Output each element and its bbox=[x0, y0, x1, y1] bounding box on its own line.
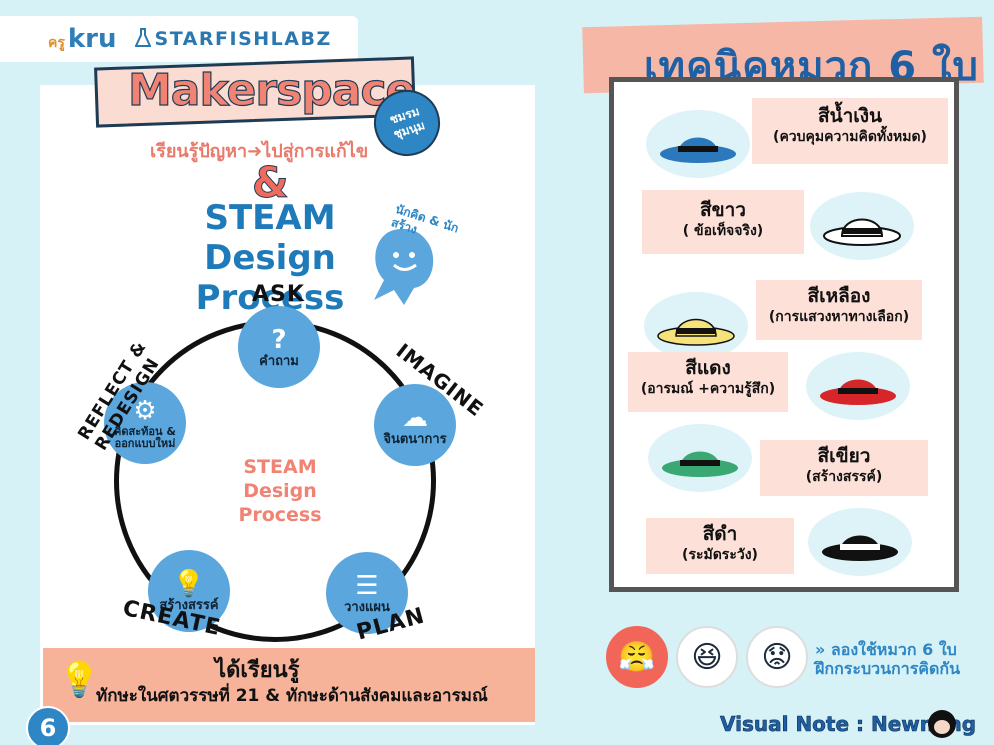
node-reflect: ⚙ คิดสะท้อน & ออกแบบใหม่ bbox=[104, 382, 186, 464]
green-hat-icon bbox=[662, 451, 738, 477]
page-number: 6 bbox=[26, 706, 70, 745]
node-imagine: ☁ จินตนาการ bbox=[374, 384, 456, 466]
laughing-face-icon: 😆 bbox=[676, 626, 738, 688]
learning-banner bbox=[43, 648, 535, 722]
cloud-icon: ☁ bbox=[402, 403, 428, 433]
stage-ask-label: ASK bbox=[252, 282, 305, 307]
artist-avatar-icon bbox=[928, 710, 956, 738]
try-hats-text: » ลองใช้หมวก 6 ใบ ฝึกกระบวนการคิดกัน bbox=[815, 640, 960, 678]
learning-text: ทักษะในศตวรรษที่ 21 & ทักษะด้านสังคมและอ… bbox=[96, 686, 488, 706]
learning-title: ได้เรียนรู้ bbox=[215, 658, 300, 683]
hat-white-icon bbox=[810, 192, 914, 260]
kru-logo: ครูkru bbox=[48, 24, 117, 54]
hat-green-label: สีเขียว (สร้างสรรค์) bbox=[760, 440, 928, 496]
steam-title: STEAM Design Process bbox=[195, 198, 345, 318]
ampersand: & bbox=[252, 158, 290, 208]
red-hat-icon bbox=[820, 379, 896, 405]
yellow-hat-icon bbox=[657, 318, 735, 346]
node-create: 💡 สร้างสรรค์ bbox=[148, 550, 230, 632]
checklist-icon: ☰ bbox=[355, 571, 379, 601]
angry-face-icon: 😤 bbox=[606, 626, 668, 688]
hat-black-icon bbox=[808, 508, 912, 576]
gear-icon: ⚙ bbox=[133, 396, 157, 426]
hat-yellow-icon bbox=[644, 292, 748, 360]
white-hat-icon bbox=[823, 218, 901, 246]
page-title: Makerspace bbox=[127, 64, 416, 116]
worried-face-icon: 😟 bbox=[746, 626, 808, 688]
hat-blue-icon bbox=[646, 110, 750, 178]
flask-icon bbox=[134, 28, 151, 47]
brand-bar: ครูkru STARFISHLABZ bbox=[0, 16, 358, 62]
subtitle: เรียนรู้ปัญหา➜ไปสู่การแก้ไข bbox=[150, 141, 369, 162]
cycle-center-label: STEAM Design Process bbox=[238, 456, 322, 526]
hat-red-label: สีแดง (อารมณ์ +ความรู้สึก) bbox=[628, 352, 788, 412]
hat-blue-label: สีน้ำเงิน (ควบคุมความคิดทั้งหมด) bbox=[752, 98, 948, 164]
hat-white-label: สีขาว ( ข้อเท็จจริง) bbox=[642, 190, 804, 254]
blue-hat-icon bbox=[660, 137, 736, 163]
hat-black-label: สีดำ (ระมัดระวัง) bbox=[646, 518, 794, 574]
black-hat-icon bbox=[822, 535, 898, 561]
question-icon: ? bbox=[271, 325, 287, 355]
mascot-ghost-icon bbox=[374, 228, 434, 305]
starfishlabz-logo: STARFISHLABZ bbox=[134, 28, 332, 50]
lightbulb-icon: 💡 bbox=[172, 569, 206, 599]
node-plan: ☰ วางแผน bbox=[326, 552, 408, 634]
node-ask: ? คำถาม bbox=[238, 306, 320, 388]
idea-bulb-icon: 💡 bbox=[58, 660, 101, 700]
hat-yellow-label: สีเหลือง (การแสวงหาทางเลือก) bbox=[756, 280, 922, 340]
hat-red-icon bbox=[806, 352, 910, 420]
hat-green-icon bbox=[648, 424, 752, 492]
